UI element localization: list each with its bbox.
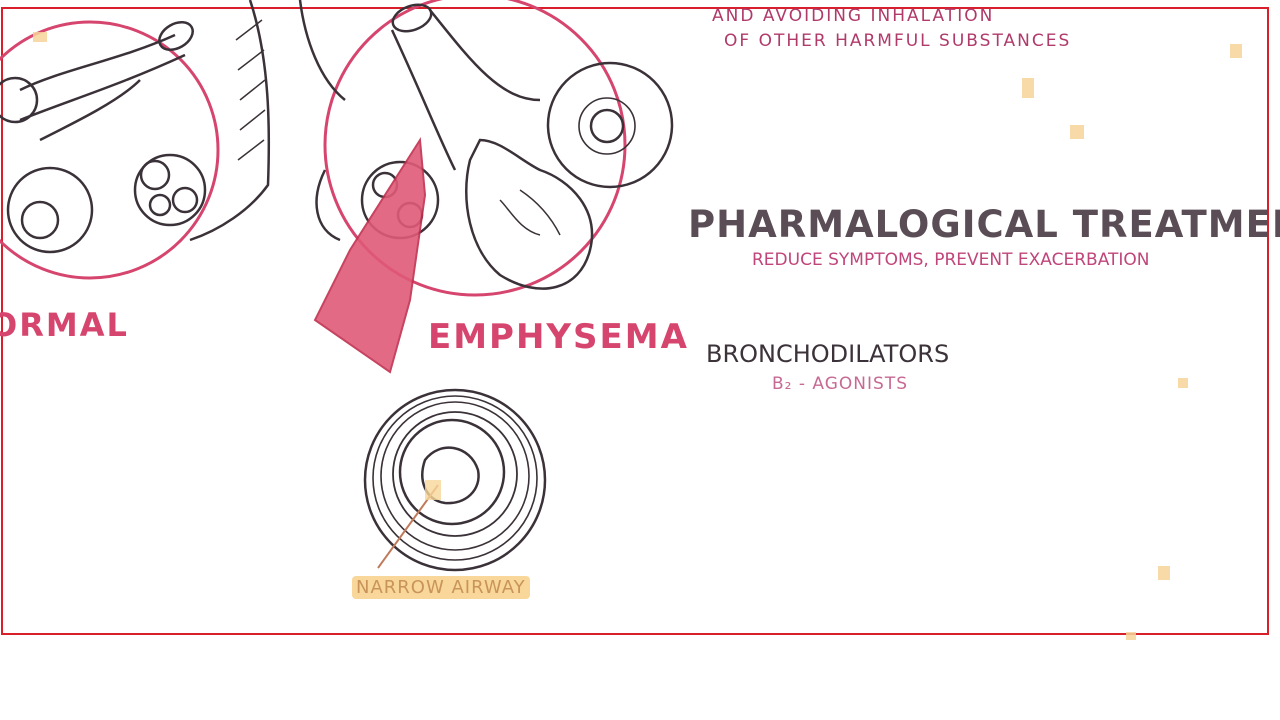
narrow-airway-label: NARROW AIRWAY — [352, 576, 530, 599]
highlight-speckle — [1158, 566, 1170, 580]
drug-example-label: B₂ - AGONISTS — [772, 374, 909, 394]
airway-highlight-mark — [425, 480, 441, 500]
highlight-speckle — [1070, 125, 1084, 139]
drug-class-label: BRONCHODILATORS — [706, 340, 950, 368]
highlight-speckle — [1126, 632, 1136, 640]
highlight-speckle — [1022, 78, 1034, 98]
emphysema-alveoli-illustration — [298, 0, 674, 297]
video-frame-border — [1, 7, 1269, 635]
highlight-speckle — [1178, 378, 1188, 388]
treatment-heading: PHARMALOGICAL TREATMENT — [688, 203, 1280, 246]
highlight-speckle — [1230, 44, 1242, 58]
red-arrow-shape — [313, 136, 427, 374]
highlight-speckle — [33, 32, 47, 42]
lifestyle-note-line-1: AND AVOIDING INHALATION — [712, 6, 995, 26]
treatment-subheading: REDUCE SYMPTOMS, PREVENT EXACERBATION — [752, 250, 1150, 270]
normal-label: ORMAL — [0, 306, 129, 344]
emphysema-label: EMPHYSEMA — [428, 317, 689, 357]
airway-cross-section — [363, 388, 547, 572]
lifestyle-note-line-2: OF OTHER HARMFUL SUBSTANCES — [724, 31, 1072, 51]
normal-alveoli-illustration — [0, 0, 271, 280]
